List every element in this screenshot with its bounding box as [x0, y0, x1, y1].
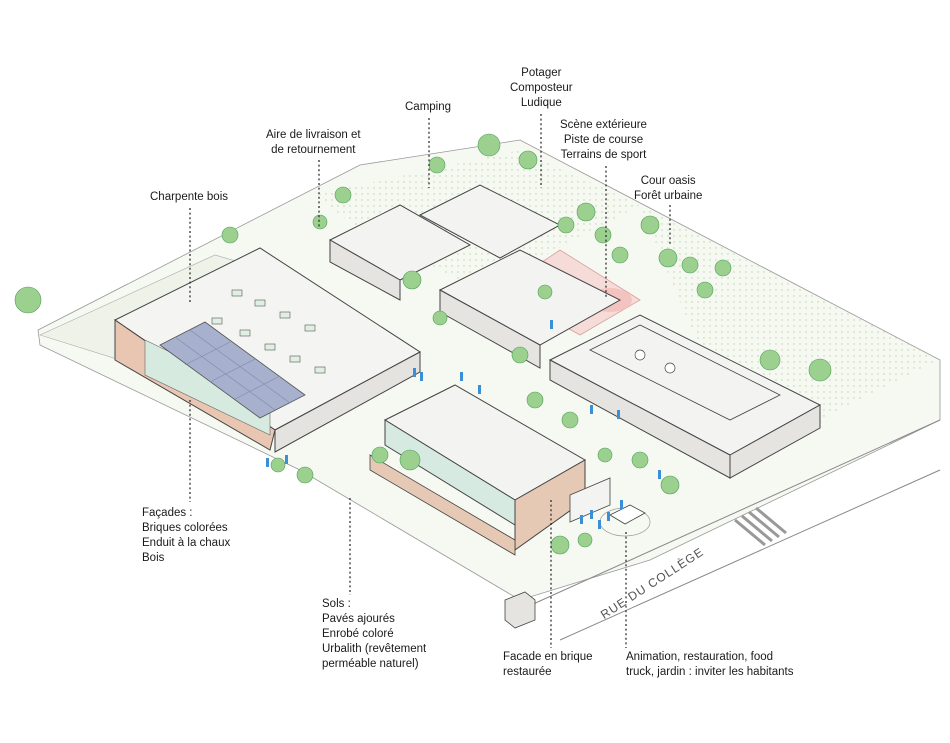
label-charpente-bois: Charpente bois: [150, 190, 228, 205]
label-scene-line-1: Scène extérieure: [560, 119, 647, 131]
label-animation-line-2: truck, jardin : inviter les habitants: [626, 666, 794, 678]
crosswalk: [734, 506, 787, 547]
label-facades: Façades : Briques colorées Enduit à la c…: [142, 506, 230, 566]
label-aire-line-2: de retournement: [271, 144, 356, 156]
label-facades-line-4: Bois: [142, 552, 165, 564]
label-cour-line-2: Forêt urbaine: [634, 190, 703, 202]
label-cour-oasis: Cour oasis Forêt urbaine: [634, 174, 702, 204]
label-scene-exterieure: Scène extérieure Piste de course Terrain…: [560, 118, 647, 163]
label-facades-line-3: Enduit à la chaux: [142, 537, 231, 549]
skylights: [211, 289, 326, 374]
label-sols: Sols : Pavés ajourés Enrobé coloré Urbal…: [322, 597, 426, 672]
label-sols-line-2: Pavés ajourés: [322, 613, 395, 625]
label-camping: Camping: [405, 100, 451, 115]
label-facades-line-1: Façades :: [142, 507, 193, 519]
label-potager-line-2: Composteur: [510, 82, 573, 94]
solar-panels: [159, 321, 306, 419]
food-truck: [599, 504, 651, 537]
street: [519, 419, 941, 641]
bus-shelter: [504, 591, 536, 629]
label-facade-brique-line-1: Facade en brique: [503, 651, 593, 663]
label-facade-brique: Facade en brique restaurée: [503, 650, 593, 680]
label-facade-brique-line-2: restaurée: [503, 666, 552, 678]
label-animation-line-1: Animation, restauration, food: [626, 651, 774, 663]
label-potager: Potager Composteur Ludique: [510, 66, 573, 111]
label-sols-line-1: Sols :: [322, 598, 351, 610]
label-aire-line-1: Aire de livraison et: [266, 129, 361, 141]
right-building: [548, 314, 822, 479]
label-animation: Animation, restauration, food truck, jar…: [626, 650, 793, 680]
label-scene-line-2: Piste de course: [563, 134, 644, 146]
label-potager-line-1: Potager: [521, 67, 562, 79]
label-cour-line-1: Cour oasis: [640, 175, 696, 187]
leader-lines: [189, 114, 671, 648]
label-camping-line-1: Camping: [405, 101, 452, 113]
label-facades-line-2: Briques colorées: [142, 522, 228, 534]
label-aire-livraison: Aire de livraison et de retournement: [266, 128, 361, 158]
label-sols-line-4: Urbalith (revêtement: [322, 643, 427, 655]
label-scene-line-3: Terrains de sport: [560, 149, 647, 161]
label-sols-line-5: perméable naturel): [322, 658, 419, 670]
label-sols-line-3: Enrobé coloré: [322, 628, 394, 640]
people: [266, 320, 661, 529]
trees: [14, 133, 832, 555]
label-potager-line-3: Ludique: [520, 97, 562, 109]
label-charpente-line-1: Charpente bois: [150, 191, 228, 203]
brick-hall: [369, 384, 611, 556]
